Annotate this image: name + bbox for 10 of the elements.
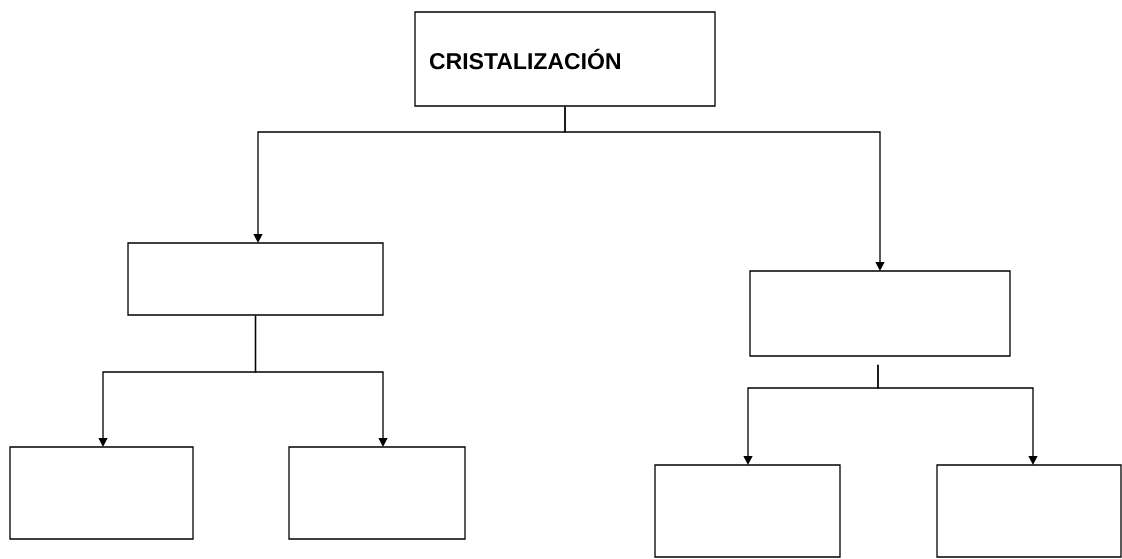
empty-box [288,446,466,540]
empty-box [936,464,1122,558]
empty-box [9,446,194,540]
empty-box [127,242,384,316]
title-box: CRISTALIZACIÓN [414,11,716,107]
arrow [254,315,388,447]
arrow [877,364,1038,465]
empty-box [749,270,1011,357]
empty-box [654,464,841,558]
arrow [564,106,885,271]
